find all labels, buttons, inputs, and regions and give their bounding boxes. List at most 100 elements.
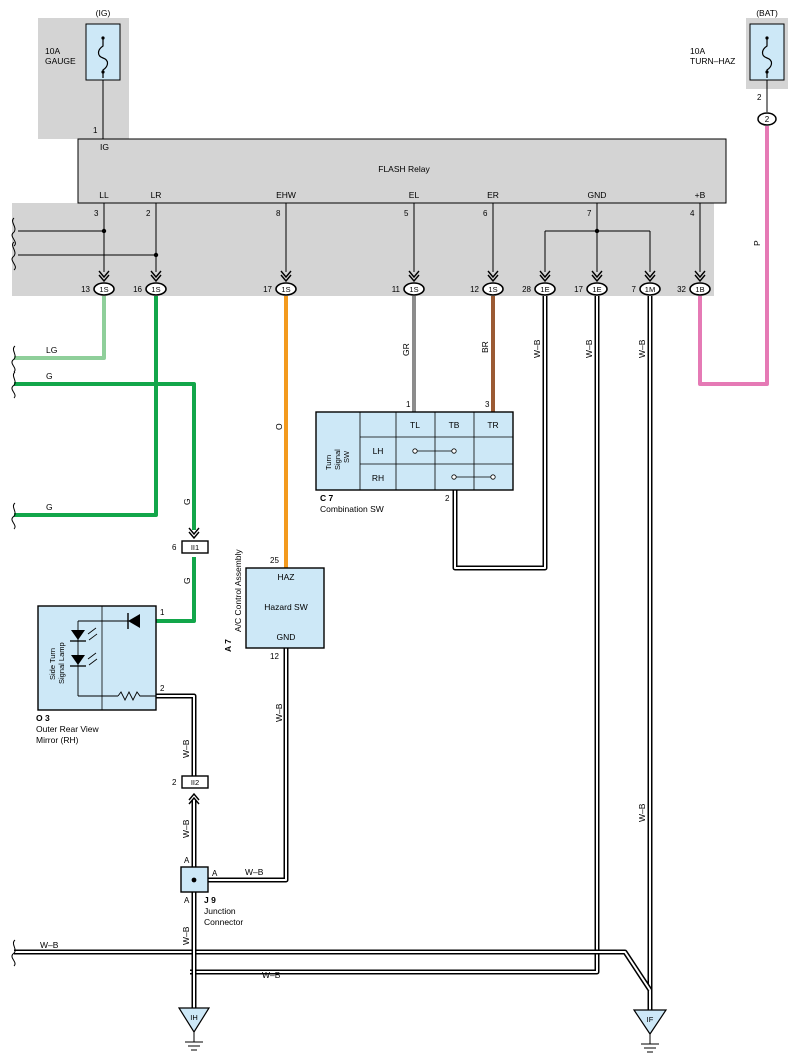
connector-pin-7: 7 (632, 285, 637, 294)
wire-label-wb-junction-ih: W–B (181, 926, 191, 945)
wire-label-wb-left: W–B (40, 940, 59, 950)
wire-g-mirror (140, 557, 196, 623)
connector-id-32-1b: 1B (695, 285, 704, 294)
combination-sw-inner-1: Turn (324, 455, 333, 470)
hazard-sw-haz-terminal: HAZ (278, 572, 295, 582)
connector-pin-32: 32 (677, 285, 686, 294)
combination-sw-inner-2: Signal (333, 449, 342, 470)
gauge-fuse-symbol (97, 38, 109, 78)
combination-sw-inner-3: SW (342, 450, 351, 463)
turn-haz-fuse-symbol (761, 38, 773, 78)
hazard-sw-pin-top: 25 (270, 556, 279, 565)
wire-label-wb-bottom: W–B (262, 970, 281, 980)
ii2-connector-pin: 2 (172, 778, 177, 787)
wire-label-br: BR (480, 341, 490, 353)
turn-haz-fuse-name: TURN–HAZ (690, 56, 735, 66)
led-upper-icon (71, 630, 85, 640)
hazard-sw-gnd-terminal: GND (277, 632, 296, 642)
combination-sw-name: Combination SW (320, 504, 384, 514)
flash-relay-ig-terminal: IG (100, 142, 109, 152)
relay-terminal-b: +B (695, 190, 706, 200)
connector-pin-17a: 17 (263, 285, 272, 294)
ii2-connector-box (181, 775, 209, 789)
wire-label-wb-28: W–B (532, 339, 542, 358)
junction-name-line1: Junction (204, 906, 236, 916)
connector-oval-7-1m (639, 282, 661, 296)
connector-oval-17-1e (586, 282, 608, 296)
mirror-inner-2: Signal Lamp (57, 642, 66, 684)
combination-sw-col-tb: TB (449, 420, 460, 430)
connector-id-16-1s: 1S (151, 285, 160, 294)
wire-label-wb-mirror: W–B (181, 739, 191, 758)
flash-relay-box (77, 138, 727, 204)
turn-haz-fuse-pin: 2 (757, 93, 762, 102)
mirror-name-line2: Mirror (RH) (36, 735, 79, 745)
wire-lg (14, 296, 106, 360)
relay-terminal-lr: LR (151, 190, 162, 200)
wire-label-g-upper: G (46, 371, 53, 381)
wire-label-p: P (752, 240, 762, 246)
connector-pin-28: 28 (522, 285, 531, 294)
relay-pin-lr: 2 (146, 209, 151, 218)
wire-label-o: O (274, 423, 284, 430)
relay-terminal-ll: LL (99, 190, 109, 200)
combination-sw-col-tl: TL (410, 420, 420, 430)
junction-pin-top: A (184, 856, 190, 865)
connector-id-12-1s: 1S (488, 285, 497, 294)
connector-id-7-1m: 1M (645, 285, 655, 294)
ground-ih-label: IH (190, 1013, 198, 1022)
wire-label-lg: LG (46, 345, 57, 355)
wire-p (698, 126, 769, 386)
connector-id-17-1e: 1E (592, 285, 601, 294)
combination-sw-pin-tr: 3 (485, 400, 490, 409)
hazard-sw-title: Hazard SW (264, 602, 307, 612)
hazard-sw-code: A 7 (223, 639, 233, 652)
ground-if-symbol (632, 1009, 668, 1036)
flash-relay-title: FLASH Relay (378, 164, 430, 174)
mirror-diode-icon (128, 614, 140, 628)
ii2-connector-id: II2 (191, 778, 199, 787)
junction-code: J 9 (204, 895, 216, 905)
relay-terminal-el: EL (409, 190, 420, 200)
connector-oval-11-1s (403, 282, 425, 296)
relay-pin-ll: 3 (94, 209, 99, 218)
ground-if-label: IF (647, 1015, 654, 1024)
connector-oval-16-1s (145, 282, 167, 296)
connector-oval-13-1s (93, 282, 115, 296)
junction-pin-right: A (212, 869, 218, 878)
mirror-pin-1: 1 (160, 608, 165, 617)
connector-oval-12-1s (482, 282, 504, 296)
connector-pin-17b: 17 (574, 285, 583, 294)
wire-label-wb-ii2-junction: W–B (181, 819, 191, 838)
relay-pin-ehw: 8 (276, 209, 281, 218)
wire-label-wb-junction-right: W–B (245, 867, 264, 877)
junction-pin-bottom: A (184, 896, 190, 905)
connector-id-13-1s: 1S (99, 285, 108, 294)
connector-pin-12: 12 (470, 285, 479, 294)
turn-haz-fuse-source: (BAT) (756, 8, 778, 18)
hazard-sw-name: A/C Control Assembly (233, 549, 243, 632)
wire-label-g-vertical2: G (182, 577, 192, 584)
connector-id-17-1s: 1S (281, 285, 290, 294)
wire-label-g-vertical1: G (182, 498, 192, 505)
gauge-fuse-name: GAUGE (45, 56, 76, 66)
wire-wb-mirror (156, 693, 197, 778)
hazard-sw-pin-bottom: 12 (270, 652, 279, 661)
mirror-inner-1: Side Turn (48, 648, 57, 680)
connector-id-28-1e: 1E (540, 285, 549, 294)
combination-sw-row-rh: RH (372, 473, 384, 483)
ii1-connector-pin: 6 (172, 543, 177, 552)
connector-oval-28-1e (534, 282, 556, 296)
relay-pin-el: 5 (404, 209, 409, 218)
relay-terminal-ehw: EHW (276, 190, 296, 200)
connector-id-11-1s: 1S (409, 285, 418, 294)
wire-label-wb-17: W–B (584, 339, 594, 358)
gauge-fuse-source: (IG) (96, 8, 111, 18)
hazard-sw-box (245, 567, 325, 649)
connector-oval-32-1b (689, 282, 711, 296)
mirror-name-line1: Outer Rear View (36, 724, 100, 734)
relay-shade-area (12, 203, 714, 296)
wire-label-wb-hazard: W–B (274, 703, 284, 722)
mirror-code: O 3 (36, 713, 50, 723)
led-lower-icon (71, 655, 85, 665)
